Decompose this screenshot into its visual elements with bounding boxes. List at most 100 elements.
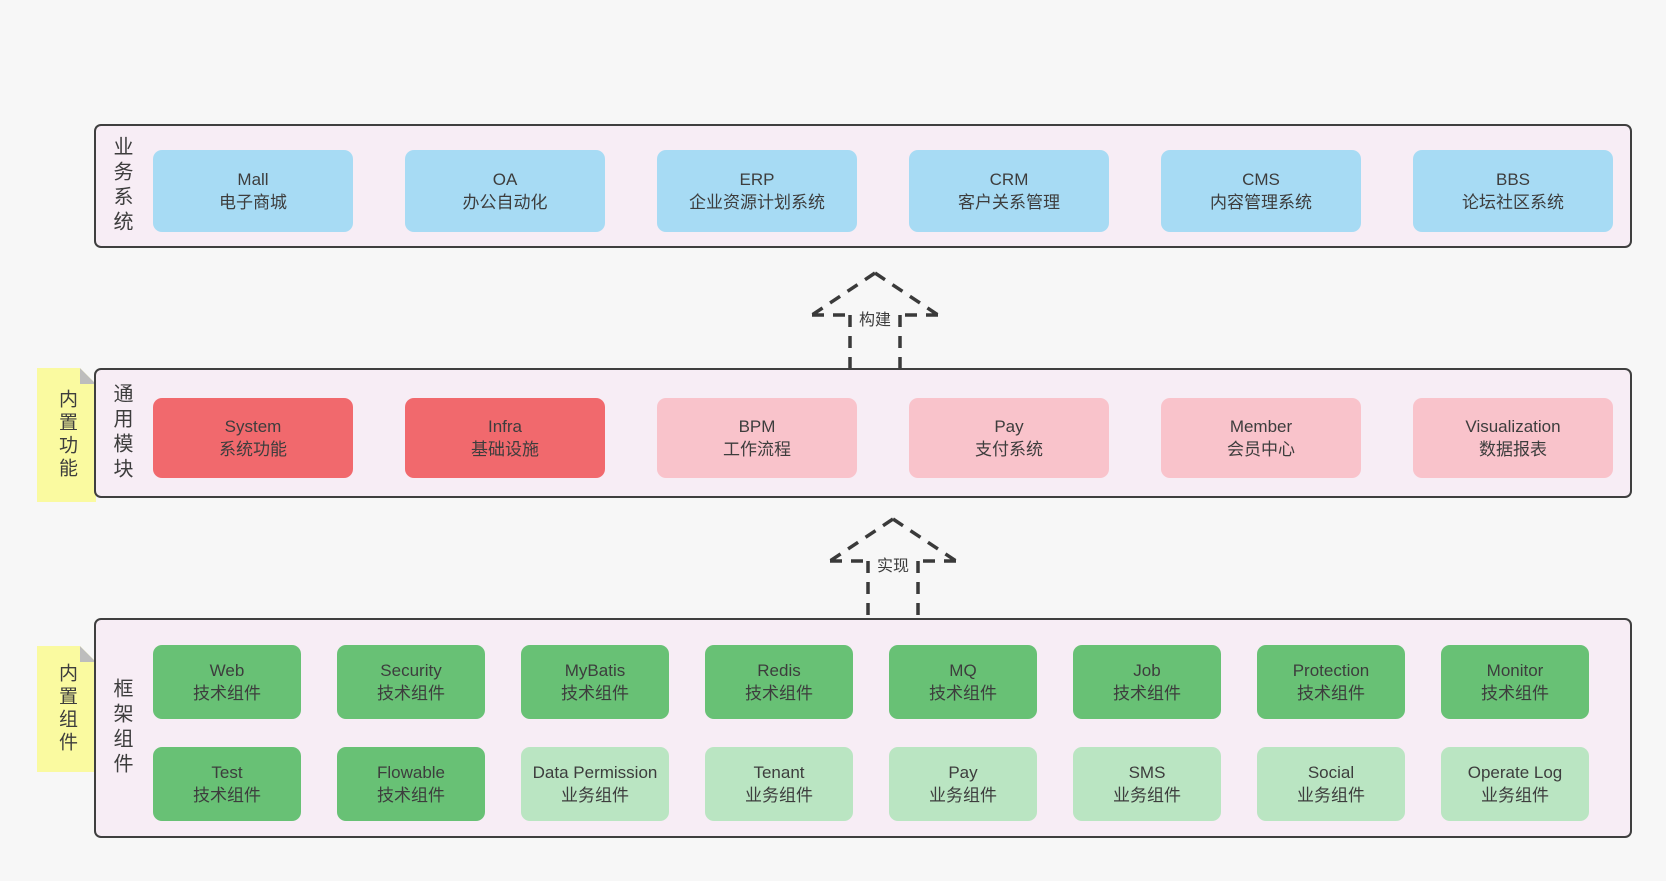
module-box-system: System 系统功能 bbox=[153, 398, 353, 478]
modules-box-row: System 系统功能 Infra 基础设施 BPM 工作流程 Pay 支付系统… bbox=[96, 398, 1630, 478]
framework-box-flowable: Flowable 技术组件 bbox=[337, 747, 485, 821]
box-subtitle: 技术组件 bbox=[745, 684, 813, 703]
box-subtitle: 业务组件 bbox=[1297, 786, 1365, 805]
box-name: Member bbox=[1229, 417, 1293, 436]
box-name: System bbox=[224, 417, 282, 436]
box-name: Infra bbox=[487, 417, 523, 436]
module-box-pay: Pay 支付系统 bbox=[909, 398, 1109, 478]
business-box-mall: Mall 电子商城 bbox=[153, 150, 353, 232]
framework-box-sms: SMS 业务组件 bbox=[1073, 747, 1221, 821]
box-name: Redis bbox=[757, 661, 801, 680]
business-systems-band: 业务系统 Mall 电子商城 OA 办公自动化 ERP 企业资源计划系统 CRM… bbox=[94, 124, 1632, 248]
module-box-member: Member 会员中心 bbox=[1161, 398, 1361, 478]
box-name: Monitor bbox=[1486, 661, 1544, 680]
built-in-components-note: 内置组件 bbox=[37, 646, 96, 772]
box-subtitle: 业务组件 bbox=[745, 786, 813, 805]
box-name: Data Permission bbox=[532, 763, 658, 782]
box-subtitle: 会员中心 bbox=[1227, 440, 1295, 459]
box-name: Pay bbox=[948, 763, 978, 782]
business-box-row: Mall 电子商城 OA 办公自动化 ERP 企业资源计划系统 CRM 客户关系… bbox=[96, 150, 1630, 232]
framework-box-job: Job 技术组件 bbox=[1073, 645, 1221, 719]
framework-box-row-1: Web 技术组件 Security 技术组件 MyBatis 技术组件 Redi… bbox=[96, 645, 1630, 719]
box-subtitle: 基础设施 bbox=[471, 440, 539, 459]
built-in-features-note: 内置功能 bbox=[37, 368, 96, 502]
business-box-oa: OA 办公自动化 bbox=[405, 150, 605, 232]
build-arrow: 构建 bbox=[809, 270, 941, 370]
framework-box-redis: Redis 技术组件 bbox=[705, 645, 853, 719]
built-in-components-note-label: 内置组件 bbox=[56, 663, 77, 755]
framework-box-web: Web 技术组件 bbox=[153, 645, 301, 719]
build-arrow-label: 构建 bbox=[855, 305, 895, 331]
box-subtitle: 企业资源计划系统 bbox=[689, 193, 825, 212]
box-subtitle: 办公自动化 bbox=[462, 193, 548, 212]
framework-band-label: 框架组件 bbox=[110, 678, 132, 778]
framework-components-band: 框架组件 Web 技术组件 Security 技术组件 MyBatis 技术组件… bbox=[94, 618, 1632, 838]
framework-box-row-2: Test 技术组件 Flowable 技术组件 Data Permission … bbox=[96, 747, 1630, 821]
framework-box-test: Test 技术组件 bbox=[153, 747, 301, 821]
business-box-crm: CRM 客户关系管理 bbox=[909, 150, 1109, 232]
box-name: ERP bbox=[739, 170, 775, 189]
box-subtitle: 技术组件 bbox=[377, 684, 445, 703]
box-name: BBS bbox=[1495, 170, 1531, 189]
box-subtitle: 业务组件 bbox=[1113, 786, 1181, 805]
box-name: Security bbox=[380, 661, 442, 680]
framework-box-security: Security 技术组件 bbox=[337, 645, 485, 719]
business-box-erp: ERP 企业资源计划系统 bbox=[657, 150, 857, 232]
box-subtitle: 业务组件 bbox=[561, 786, 629, 805]
implement-arrow-label: 实现 bbox=[873, 551, 913, 577]
common-modules-band: 通用模块 System 系统功能 Infra 基础设施 BPM 工作流程 Pay… bbox=[94, 368, 1632, 498]
box-subtitle: 内容管理系统 bbox=[1210, 193, 1312, 212]
box-name: Job bbox=[1133, 661, 1161, 680]
box-name: Web bbox=[209, 661, 245, 680]
box-subtitle: 系统功能 bbox=[219, 440, 287, 459]
box-name: BPM bbox=[738, 417, 776, 436]
box-name: Operate Log bbox=[1467, 763, 1563, 782]
box-subtitle: 业务组件 bbox=[929, 786, 997, 805]
business-box-bbs: BBS 论坛社区系统 bbox=[1413, 150, 1613, 232]
implement-arrow: 实现 bbox=[827, 516, 959, 616]
business-band-label: 业务系统 bbox=[110, 136, 132, 236]
box-subtitle: 数据报表 bbox=[1479, 440, 1547, 459]
box-subtitle: 支付系统 bbox=[975, 440, 1043, 459]
box-name: Visualization bbox=[1465, 417, 1561, 436]
box-name: Flowable bbox=[376, 763, 446, 782]
box-subtitle: 技术组件 bbox=[193, 684, 261, 703]
built-in-features-note-label: 内置功能 bbox=[56, 389, 77, 481]
framework-box-social: Social 业务组件 bbox=[1257, 747, 1405, 821]
framework-box-pay: Pay 业务组件 bbox=[889, 747, 1037, 821]
box-name: CRM bbox=[989, 170, 1029, 189]
module-box-visualization: Visualization 数据报表 bbox=[1413, 398, 1613, 478]
box-name: CMS bbox=[1242, 170, 1280, 189]
framework-box-tenant: Tenant 业务组件 bbox=[705, 747, 853, 821]
framework-box-data-permission: Data Permission 业务组件 bbox=[521, 747, 669, 821]
box-name: Test bbox=[211, 763, 243, 782]
box-name: MQ bbox=[949, 661, 977, 680]
box-name: Mall bbox=[237, 170, 269, 189]
business-box-cms: CMS 内容管理系统 bbox=[1161, 150, 1361, 232]
box-subtitle: 论坛社区系统 bbox=[1462, 193, 1564, 212]
framework-box-protection: Protection 技术组件 bbox=[1257, 645, 1405, 719]
box-subtitle: 技术组件 bbox=[929, 684, 997, 703]
box-name: Tenant bbox=[753, 763, 805, 782]
box-subtitle: 技术组件 bbox=[377, 786, 445, 805]
box-subtitle: 工作流程 bbox=[723, 440, 791, 459]
module-box-bpm: BPM 工作流程 bbox=[657, 398, 857, 478]
box-subtitle: 技术组件 bbox=[1297, 684, 1365, 703]
framework-box-monitor: Monitor 技术组件 bbox=[1441, 645, 1589, 719]
box-subtitle: 技术组件 bbox=[1113, 684, 1181, 703]
framework-box-mybatis: MyBatis 技术组件 bbox=[521, 645, 669, 719]
module-box-infra: Infra 基础设施 bbox=[405, 398, 605, 478]
box-subtitle: 技术组件 bbox=[561, 684, 629, 703]
framework-box-mq: MQ 技术组件 bbox=[889, 645, 1037, 719]
box-name: SMS bbox=[1128, 763, 1166, 782]
box-subtitle: 业务组件 bbox=[1481, 786, 1549, 805]
box-subtitle: 技术组件 bbox=[193, 786, 261, 805]
box-subtitle: 电子商城 bbox=[219, 193, 287, 212]
box-name: OA bbox=[492, 170, 518, 189]
box-name: Protection bbox=[1292, 661, 1370, 680]
modules-band-label: 通用模块 bbox=[110, 383, 132, 483]
box-name: Pay bbox=[994, 417, 1024, 436]
box-name: MyBatis bbox=[564, 661, 626, 680]
framework-box-operate-log: Operate Log 业务组件 bbox=[1441, 747, 1589, 821]
